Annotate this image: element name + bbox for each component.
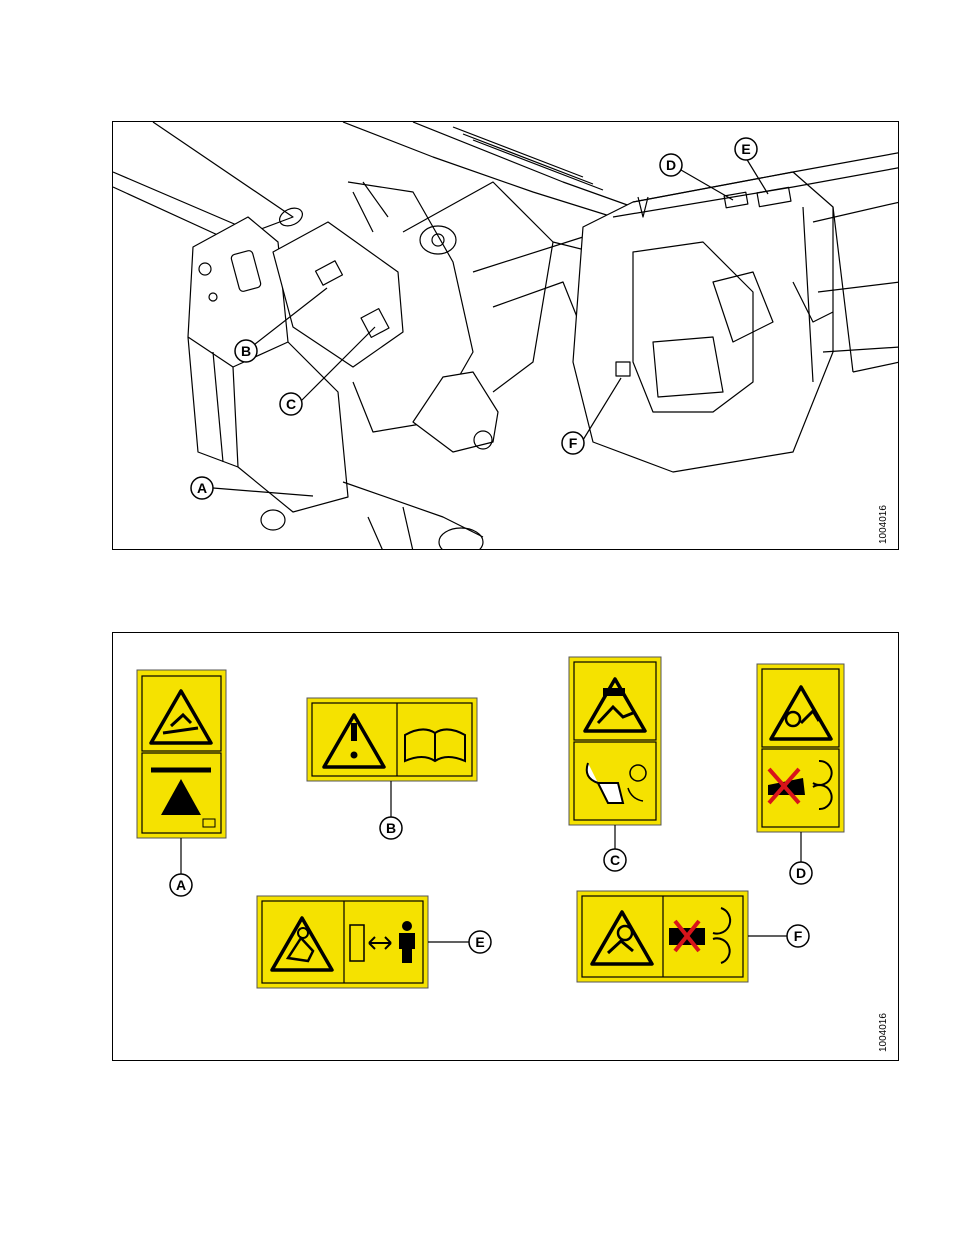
safety-decals-figure: A B C <box>112 632 899 1061</box>
svg-text:B: B <box>241 343 251 359</box>
svg-text:C: C <box>286 396 296 412</box>
svg-text:D: D <box>796 865 806 881</box>
callout-f: F <box>562 432 584 454</box>
callout-a: A <box>170 874 192 896</box>
figure-id: 1004016 <box>878 505 889 544</box>
svg-text:C: C <box>610 852 620 868</box>
svg-text:B: B <box>386 820 396 836</box>
svg-text:E: E <box>741 141 750 157</box>
entanglement-hazard-decal <box>757 664 844 862</box>
callout-b: B <box>380 817 402 839</box>
crush-hazard-lock-decal <box>569 657 661 849</box>
decal-illustrations: A B C <box>113 633 899 1061</box>
callout-e: E <box>469 931 491 953</box>
callout-c: C <box>280 393 302 415</box>
callout-d: D <box>790 862 812 884</box>
callout-f: F <box>787 925 809 947</box>
crush-keep-clear-decal <box>257 896 469 988</box>
callout-a: A <box>191 477 213 499</box>
svg-text:A: A <box>197 480 207 496</box>
machine-decal-location-figure: A B C D E F 1004016 <box>112 121 899 550</box>
machine-line-drawing: A B C D E F <box>113 122 899 550</box>
callout-d: D <box>660 154 682 176</box>
svg-text:F: F <box>794 928 803 944</box>
svg-text:D: D <box>666 157 676 173</box>
rotating-parts-hazard-decal <box>577 891 787 982</box>
svg-text:E: E <box>475 934 484 950</box>
svg-text:A: A <box>176 877 186 893</box>
figure-id: 1004016 <box>878 1013 889 1052</box>
callout-b: B <box>235 340 257 362</box>
slip-fall-warning-decal <box>137 670 226 874</box>
read-manual-warning-decal <box>307 698 477 817</box>
callout-e: E <box>735 138 757 160</box>
svg-text:F: F <box>569 435 578 451</box>
callout-c: C <box>604 849 626 871</box>
